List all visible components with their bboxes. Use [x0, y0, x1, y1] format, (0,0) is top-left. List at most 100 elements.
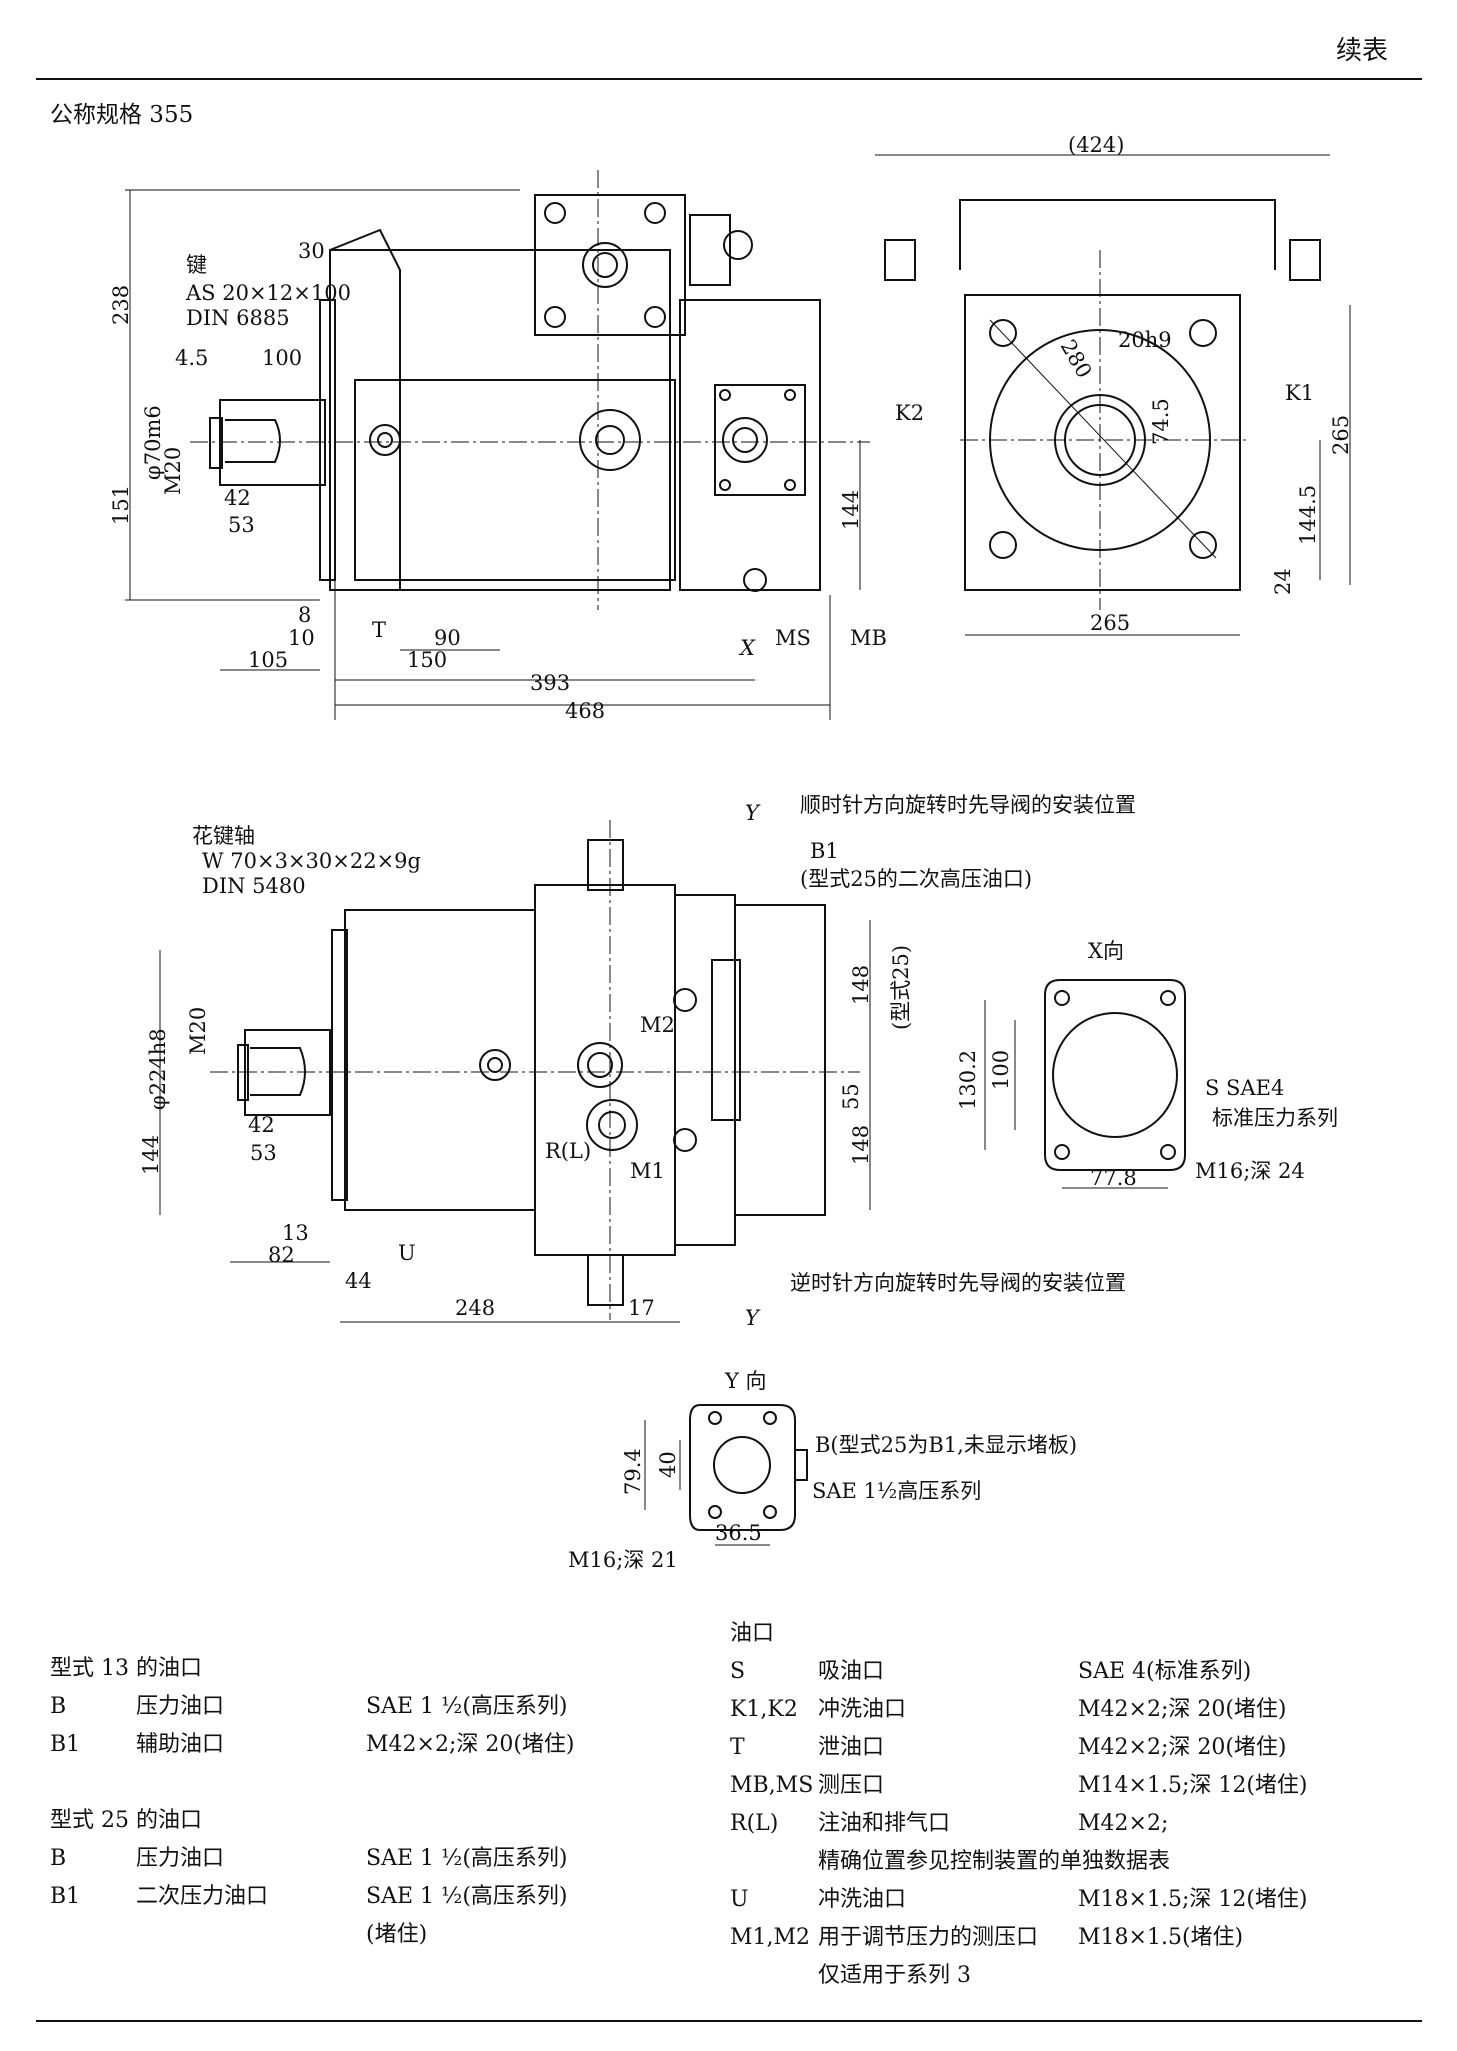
label-Y-bottom: Y	[745, 1306, 761, 1330]
dim-100-x: 100	[989, 1050, 1013, 1090]
dim-77-8: 77.8	[1090, 1166, 1137, 1190]
side-view-drawing	[125, 170, 870, 720]
b-note: B(型式25为B1,未显示堵板)	[815, 1433, 1077, 1457]
type25-title: 型式 25 的油口	[50, 1808, 202, 1833]
dim-40: 40	[656, 1451, 680, 1478]
label-X: X	[738, 636, 756, 660]
label-M1: M1	[630, 1159, 665, 1183]
dim-30: 30	[298, 239, 325, 263]
front-view-drawing	[875, 154, 1351, 636]
port-row: B1 辅助油口 M42×2;深 20(堵住)	[50, 1732, 575, 1757]
x-view-drawing	[984, 979, 1186, 1189]
dim-130-2: 130.2	[956, 1050, 980, 1110]
label-MS: MS	[775, 626, 811, 650]
dim-13: 13	[282, 1221, 309, 1245]
dim-M20: M20	[161, 447, 185, 495]
dim-150: 150	[407, 648, 447, 672]
dim-phi70m6: φ70m6	[141, 405, 165, 480]
key-din: DIN 6885	[186, 306, 290, 330]
dim-148-lower: 148	[849, 1125, 873, 1165]
dim-393: 393	[530, 671, 570, 695]
dim-20h9: 20h9	[1118, 328, 1172, 352]
dim-8: 8	[298, 603, 311, 627]
label-B1: B1	[810, 839, 839, 863]
dim-265-vertical: 265	[1329, 415, 1353, 455]
label-K2: K2	[895, 401, 924, 425]
dim-144-5: 144.5	[1296, 485, 1320, 545]
shaft-din: DIN 5480	[202, 874, 306, 898]
dim-79-4: 79.4	[621, 1448, 645, 1495]
key-spec: AS 20×12×100	[185, 281, 351, 305]
sae-note: SAE 1½高压系列	[812, 1479, 981, 1503]
dim-74-5: 74.5	[1149, 398, 1173, 445]
label-M2: M2	[640, 1013, 675, 1037]
dim-24: 24	[1271, 568, 1295, 595]
type13-title: 型式 13 的油口	[50, 1656, 202, 1681]
dim-105: 105	[248, 648, 288, 672]
type25-label: (型式25)	[889, 945, 913, 1030]
dim-phi224h8: φ224h8	[146, 1028, 170, 1110]
dim-55: 55	[839, 1083, 863, 1110]
dim-82: 82	[268, 1243, 295, 1267]
shaft-spec: W 70×3×30×22×9g	[202, 849, 421, 873]
shaft-label: 花键轴	[192, 824, 255, 848]
key-label: 键	[186, 253, 207, 277]
yview-title: Y 向	[724, 1369, 767, 1393]
dim-42: 42	[224, 486, 251, 510]
dim-53: 53	[228, 513, 255, 537]
label-RL: R(L)	[545, 1139, 591, 1163]
dim-265-horizontal: 265	[1090, 611, 1130, 635]
cw-note: 顺时针方向旋转时先导阀的安装位置	[800, 793, 1136, 817]
dim-53-2: 53	[250, 1141, 277, 1165]
dim-M20-2: M20	[186, 1007, 210, 1055]
port-row: B 压力油口 SAE 1 ½(高压系列)	[50, 1694, 568, 1719]
label-T: T	[372, 618, 386, 642]
dim-4-5: 4.5	[175, 346, 208, 370]
port-row: (堵住)	[366, 1922, 428, 1947]
technical-drawings: 键 AS 20×12×100 DIN 6885 30 4.5 100 42 53…	[109, 133, 1353, 1572]
page-footer-rule	[36, 2020, 1422, 2022]
dim-42-2: 42	[248, 1113, 275, 1137]
label-MB: MB	[850, 626, 887, 650]
dim-148-upper: 148	[849, 965, 873, 1005]
dim-280: 280	[1056, 336, 1097, 383]
port-row: B1 二次压力油口 SAE 1 ½(高压系列)	[50, 1884, 568, 1909]
y-view-drawing	[644, 1404, 808, 1546]
dim-468: 468	[565, 699, 605, 723]
s-series: 标准压力系列	[1212, 1106, 1338, 1130]
continued-label: 续表	[1335, 36, 1388, 66]
port-row: 精确位置参见控制装置的单独数据表	[818, 1849, 1171, 1874]
ports-left-column: 型式 13 的油口 B 压力油口 SAE 1 ½(高压系列) B1 辅助油口 M…	[50, 1650, 690, 1954]
b1-note: (型式25的二次高压油口)	[800, 867, 1032, 891]
dim-151: 151	[109, 485, 133, 525]
xview-title: X向	[1088, 939, 1124, 963]
page-header: 续表	[36, 0, 1422, 80]
dim-144: 144	[839, 490, 863, 530]
m16-depth-21: M16;深 21	[568, 1548, 678, 1572]
dim-424: (424)	[1068, 133, 1124, 157]
dim-90: 90	[434, 626, 461, 650]
label-Y-top: Y	[745, 801, 761, 825]
port-row: B 压力油口 SAE 1 ½(高压系列)	[50, 1846, 568, 1871]
dim-36-5: 36.5	[715, 1521, 762, 1545]
spec-title: 公称规格 355	[50, 102, 194, 128]
s-note: S SAE4	[1205, 1076, 1284, 1100]
dim-248: 248	[455, 1296, 495, 1320]
dim-44: 44	[345, 1269, 372, 1293]
port-row: 仅适用于系列 3	[818, 1963, 971, 1988]
ports-title: 油口	[730, 1621, 775, 1646]
label-K1: K1	[1285, 381, 1314, 405]
top-view-drawing	[159, 820, 871, 1323]
dim-238: 238	[109, 285, 133, 325]
dim-144-2: 144	[139, 1135, 163, 1175]
ccw-note: 逆时针方向旋转时先导阀的安装位置	[790, 1271, 1126, 1295]
dim-10: 10	[288, 626, 315, 650]
